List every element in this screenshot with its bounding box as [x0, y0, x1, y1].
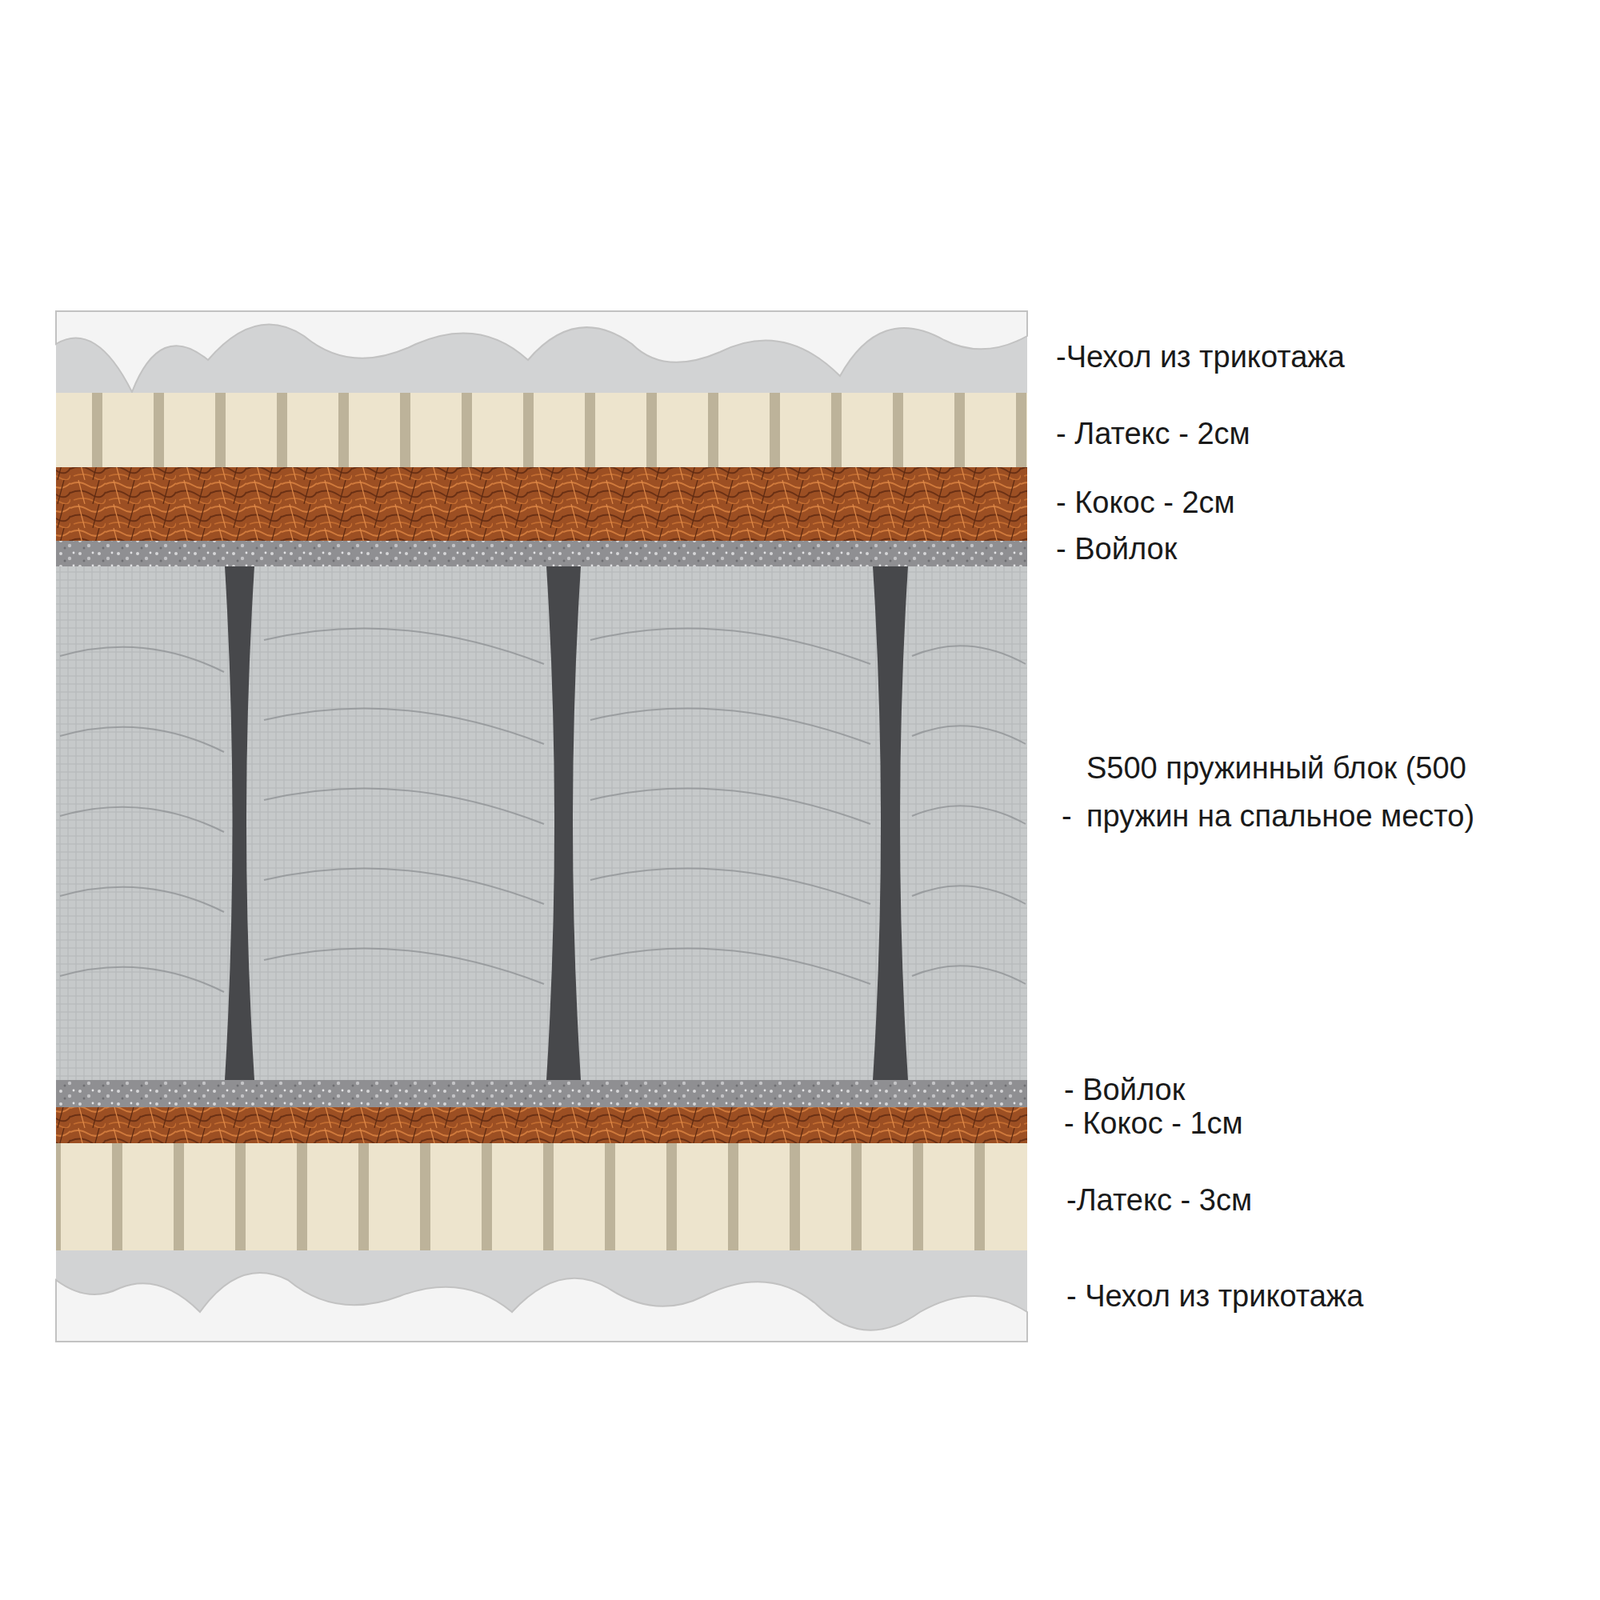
layer-label: - Войлок: [1064, 1072, 1185, 1108]
layer-label: - Войлок: [1056, 531, 1177, 567]
layer-label: - Кокос - 1см: [1064, 1105, 1244, 1141]
layer-label: -Латекс - 3см: [1066, 1182, 1252, 1218]
layer-label: - Чехол из трикотажа: [1066, 1278, 1364, 1314]
layer-label: -: [1061, 798, 1072, 834]
spring-block-label: S500 пружинный блок (500 пружин на спаль…: [1086, 744, 1495, 840]
layer-label: - Латекс - 2см: [1056, 416, 1251, 452]
layer-label: - Кокос - 2см: [1056, 484, 1236, 520]
layer-label: -Чехол из трикотажа: [1056, 339, 1345, 375]
